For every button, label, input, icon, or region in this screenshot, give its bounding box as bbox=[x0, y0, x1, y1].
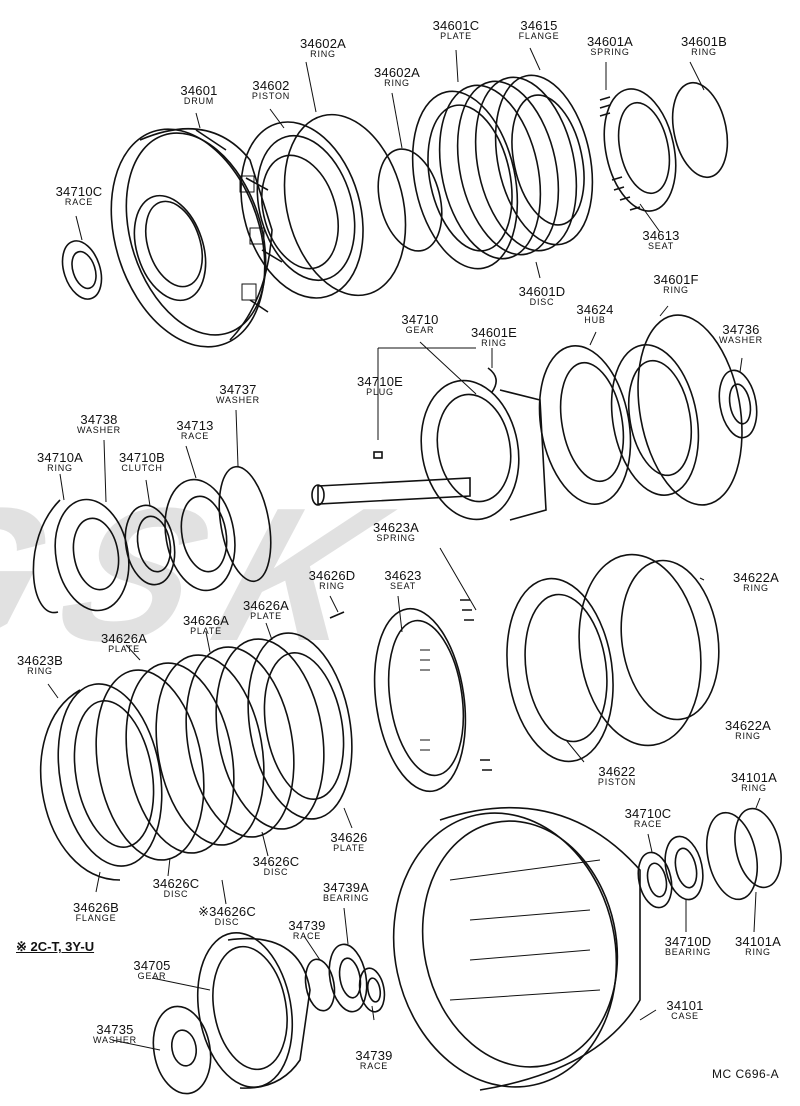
bearing-part-bottom bbox=[328, 943, 368, 1013]
snap-ring-upper bbox=[671, 81, 729, 179]
piston-part-lower bbox=[506, 577, 614, 763]
piston-part-upper bbox=[240, 121, 364, 299]
gear-carrier-part bbox=[610, 344, 700, 496]
race-part-bottom-right bbox=[358, 967, 386, 1013]
race-part-upper bbox=[61, 240, 103, 300]
race-part-mid bbox=[164, 478, 236, 592]
ring-gear-part bbox=[196, 931, 311, 1089]
snap-ring-lower bbox=[329, 611, 345, 619]
hub-part bbox=[538, 345, 632, 505]
o-ring-outer bbox=[283, 113, 407, 297]
applicability-note: ※ 2C-T, 3Y-U bbox=[16, 939, 95, 954]
washer-part-left bbox=[54, 498, 130, 612]
plug-part bbox=[373, 451, 383, 459]
race-part-lower-right bbox=[637, 851, 673, 909]
seal-ring-case-inner bbox=[734, 807, 782, 889]
case-part bbox=[392, 806, 641, 1091]
clutch-pack-upper bbox=[411, 74, 594, 270]
spring-cluster-upper bbox=[599, 88, 677, 212]
spring-cluster-lower bbox=[460, 599, 492, 771]
gear-shaft-part bbox=[311, 379, 547, 521]
clutch-pack-lower bbox=[57, 632, 353, 867]
spring-seat-part bbox=[373, 607, 467, 793]
bearing-part-right bbox=[664, 835, 704, 901]
o-ring-lower-outer bbox=[578, 553, 702, 747]
drum-part bbox=[110, 128, 283, 348]
figure-code: MC C696-A bbox=[712, 1067, 780, 1081]
washer-part-right bbox=[718, 369, 758, 439]
one-way-clutch-part bbox=[124, 504, 176, 586]
snap-ring-left bbox=[32, 499, 61, 614]
snap-ring-lower-left bbox=[39, 689, 121, 881]
snap-ring-shaft bbox=[487, 367, 497, 393]
leader-lines bbox=[47, 47, 761, 1051]
o-ring-lower-inner bbox=[620, 559, 720, 721]
washer-part-mid bbox=[218, 465, 272, 583]
race-part-bottom-left bbox=[304, 958, 336, 1012]
thrust-washer-part bbox=[152, 1005, 212, 1095]
snap-ring-hub bbox=[637, 314, 743, 506]
o-ring-inner bbox=[377, 148, 443, 252]
seal-ring-case-outer bbox=[706, 811, 758, 901]
